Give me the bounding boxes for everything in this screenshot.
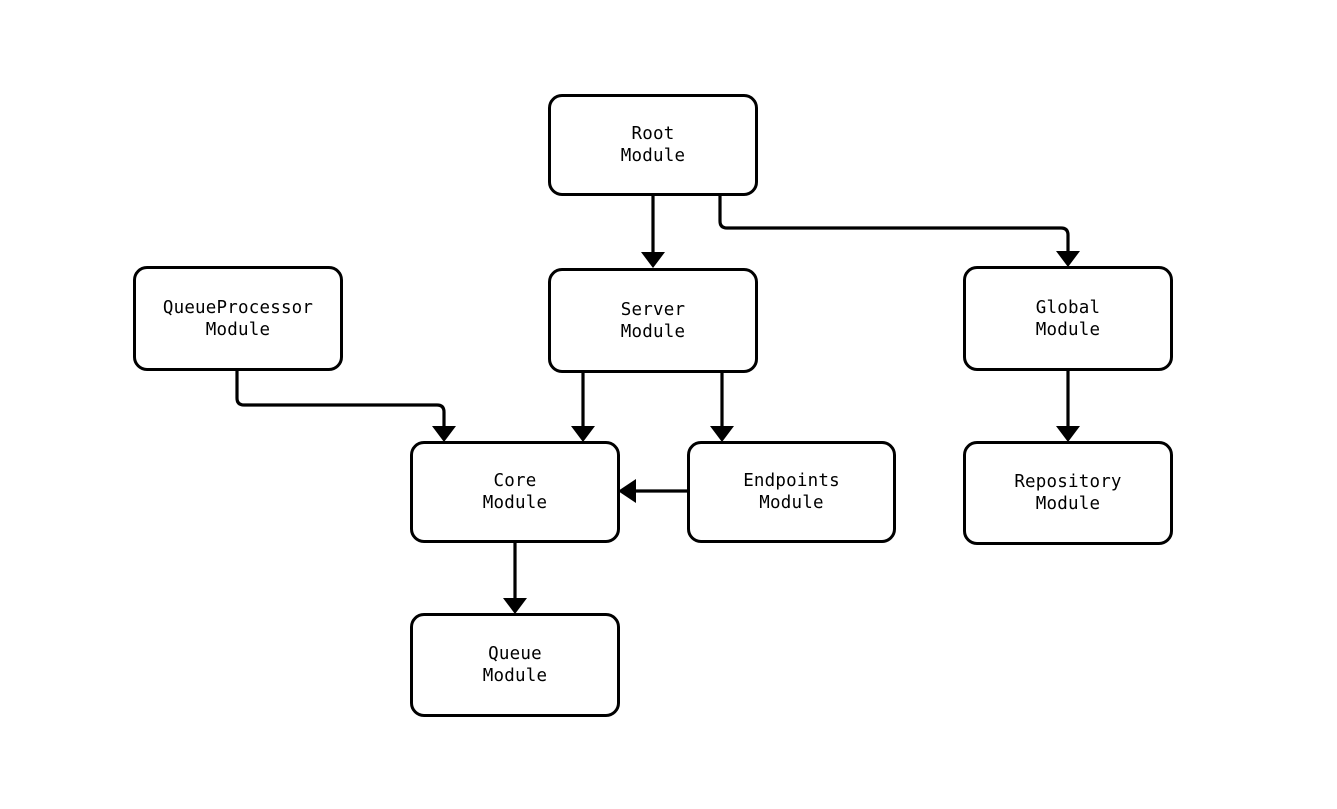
node-root-module-label-line1: Root <box>631 124 675 144</box>
node-global-module-label-line1: Global <box>1035 297 1101 318</box>
node-queueprocessor-module[interactable]: QueueProcessor Module <box>133 266 343 371</box>
node-queue-module-label-line2: Module <box>482 666 548 686</box>
node-server-module[interactable]: Server Module <box>548 268 758 373</box>
node-server-module-label-line2: Module <box>620 321 686 342</box>
node-endpoints-module-label-line1: Endpoints <box>743 471 840 491</box>
node-repository-module-label-line1: Repository <box>1014 472 1122 492</box>
node-repository-module-label-line2: Module <box>1035 494 1101 514</box>
arrowhead-root-to-global <box>1056 251 1080 267</box>
node-core-module[interactable]: Core Module <box>410 441 620 543</box>
node-queueprocessor-module-label-line1: QueueProcessor <box>162 297 314 318</box>
arrowhead-server-to-endpoints <box>710 426 734 442</box>
node-queue-module[interactable]: Queue Module <box>410 613 620 717</box>
arrowhead-queueprocessor-to-core <box>432 426 456 442</box>
arrowhead-core-to-queue <box>503 598 527 614</box>
node-global-module[interactable]: Global Module <box>963 266 1173 371</box>
node-queue-module-label-line1: Queue <box>488 644 542 664</box>
node-core-module-label-line2: Module <box>482 493 548 513</box>
node-global-module-label-line2: Module <box>1035 319 1101 340</box>
node-endpoints-module-label-line2: Module <box>759 493 824 513</box>
node-root-module[interactable]: Root Module <box>548 94 758 196</box>
node-queueprocessor-module-label-line2: Module <box>205 319 271 340</box>
node-core-module-label-line1: Core <box>493 471 537 491</box>
arrowhead-root-to-server <box>641 252 665 268</box>
arrowhead-server-to-core <box>571 426 595 442</box>
arrowhead-global-to-repository <box>1056 426 1080 442</box>
node-repository-module[interactable]: Repository Module <box>963 441 1173 545</box>
edge-root-to-global <box>718 196 1070 253</box>
node-server-module-label-line1: Server <box>620 299 686 320</box>
node-endpoints-module[interactable]: Endpoints Module <box>687 441 896 543</box>
edge-queueprocessor-to-core <box>235 371 446 428</box>
arrowhead-endpoints-to-core <box>618 479 636 503</box>
node-root-module-label-line2: Module <box>620 146 686 166</box>
